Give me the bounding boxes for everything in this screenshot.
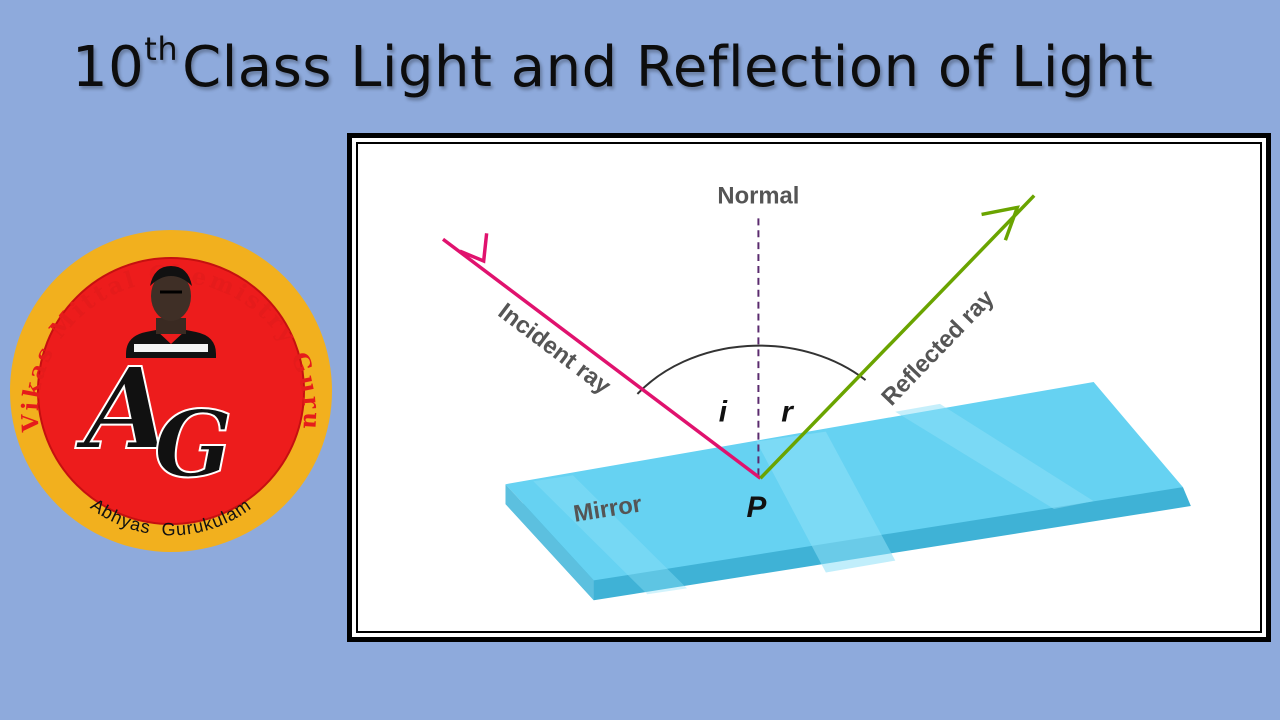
reflection-diagram: Normal Incident ray Reflected ray Mirror… <box>441 183 1191 601</box>
title-superscript: th <box>144 30 179 68</box>
incident-ray-label: Incident ray <box>493 298 617 400</box>
reflected-ray-label: Reflected ray <box>876 284 1000 411</box>
title-prefix: 10 <box>72 35 145 100</box>
diagram-frame: Normal Incident ray Reflected ray Mirror… <box>347 133 1271 642</box>
angle-arc <box>636 344 867 395</box>
diagram-frame-mid: Normal Incident ray Reflected ray Mirror… <box>352 138 1266 637</box>
logo-red-disc <box>37 257 305 525</box>
angle-i-label: i <box>719 396 728 429</box>
incident-ray <box>441 237 762 480</box>
logo-monogram-a: A <box>75 344 171 475</box>
incident-arrow-icon <box>459 233 489 264</box>
reflected-arrow-icon <box>981 205 1020 241</box>
point-p-label: P <box>747 491 767 524</box>
angle-r-label: r <box>781 396 794 429</box>
portrait-icon <box>126 266 216 358</box>
title-text: Class Light and Reflection of Light <box>182 35 1154 100</box>
page-title: 10thClass Light and Reflection of Light <box>72 30 1153 100</box>
mirror <box>505 382 1191 601</box>
diagram-frame-inner: Normal Incident ray Reflected ray Mirror… <box>356 142 1262 633</box>
reflected-ray <box>759 194 1036 480</box>
normal-label: Normal <box>717 183 799 210</box>
channel-logo: Vikas Mittal Chemistry Guru Abhyas Guruk… <box>10 230 332 552</box>
logo-monogram-g: G <box>154 390 233 498</box>
